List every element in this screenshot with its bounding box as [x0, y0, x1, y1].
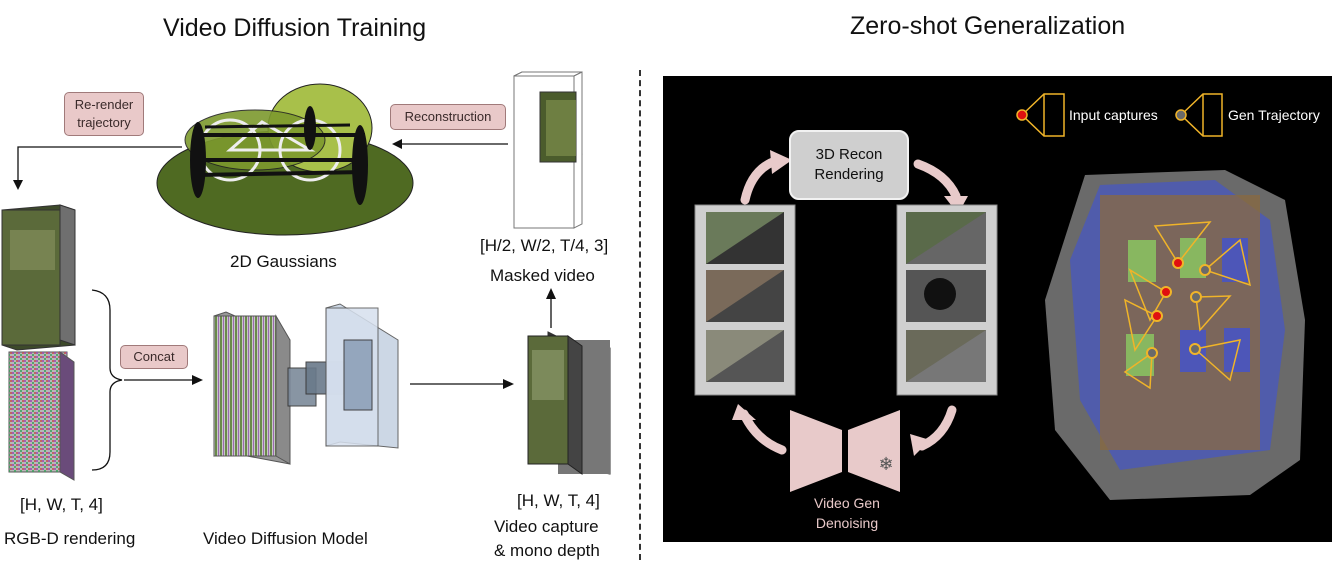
legend-gen-icon [1175, 93, 1223, 137]
gen-line1: Video Gen [814, 495, 880, 511]
rgbd-dims-label: [H, W, T, 4] [20, 495, 103, 514]
capture-label-1: Video capture [494, 517, 599, 536]
gaussian-scene [156, 83, 414, 236]
capture-label-2: & mono depth [494, 541, 600, 560]
rgbd-label: RGB-D rendering [4, 529, 136, 548]
film-strip-right [896, 204, 998, 396]
vdm-label: Video Diffusion Model [203, 529, 368, 548]
masked-video-volume [513, 71, 583, 229]
concat-tag: Concat [120, 345, 188, 369]
legend-gen-label: Gen Trajectory [1228, 107, 1320, 123]
recon-line1: 3D Recon [815, 146, 883, 163]
video-capture-stack [527, 331, 611, 475]
section-divider [639, 70, 641, 560]
gaussians-label: 2D Gaussians [230, 252, 337, 271]
masked-dims-label: [H/2, W/2, T/4, 3] [480, 236, 609, 255]
gen-denoising-label: Video Gen Denoising [792, 493, 902, 533]
film-strip-left [694, 204, 796, 396]
recon-rendering-box: 3D Recon Rendering [789, 130, 909, 200]
training-diagram [1, 71, 611, 481]
svg-text:❄: ❄ [878, 454, 893, 475]
masked-video-label: Masked video [490, 266, 595, 285]
point-cloud-scene [1045, 170, 1305, 500]
rgbd-render-stack [1, 204, 76, 481]
rerender-trajectory-tag: Re-render trajectory [64, 92, 144, 136]
reconstruction-tag: Reconstruction [390, 104, 506, 130]
legend-input-label: Input captures [1069, 107, 1158, 123]
video-gen-hourglass [790, 410, 900, 492]
gen-line2: Denoising [815, 515, 879, 531]
right-title: Zero-shot Generalization [850, 12, 1126, 40]
left-title: Video Diffusion Training [163, 14, 427, 42]
capture-dims-label: [H, W, T, 4] [517, 491, 600, 510]
legend-input-icon [1016, 93, 1065, 137]
recon-line2: Rendering [814, 166, 884, 183]
vdm-unet [213, 303, 399, 465]
